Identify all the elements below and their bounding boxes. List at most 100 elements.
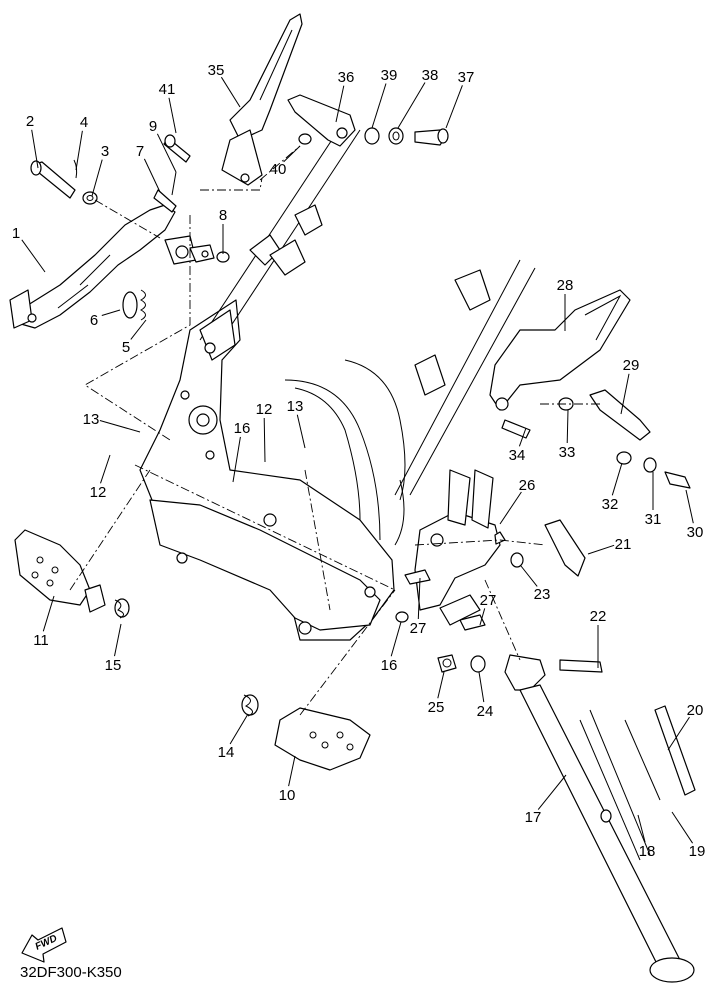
callout-41: 41 xyxy=(159,81,177,134)
callout-label: 7 xyxy=(136,143,144,160)
callout-9: 9 xyxy=(149,118,177,173)
leader-line xyxy=(518,427,527,447)
leader-line xyxy=(229,713,249,745)
callout-37: 37 xyxy=(445,69,475,129)
callout-33: 33 xyxy=(559,409,576,461)
brake-pedal xyxy=(9,204,215,329)
callout-label: 1 xyxy=(12,225,20,242)
callout-label: 38 xyxy=(422,67,439,84)
callout-label: 16 xyxy=(234,420,251,437)
callout-label: 33 xyxy=(559,444,576,461)
callout-label: 27 xyxy=(410,620,427,637)
callout-label: 16 xyxy=(381,657,398,674)
callout-label: 14 xyxy=(218,744,235,761)
callout-28: 28 xyxy=(557,277,573,331)
callout-21: 21 xyxy=(587,536,631,555)
callout-39: 39 xyxy=(371,67,398,129)
callout-label: 41 xyxy=(159,81,176,98)
leader-line xyxy=(587,544,615,555)
leader-line xyxy=(143,158,161,193)
callout-29: 29 xyxy=(620,357,640,415)
brake-hardware xyxy=(30,134,230,321)
callout-label: 2 xyxy=(26,113,34,130)
callout-label: 4 xyxy=(80,114,88,131)
callout-19: 19 xyxy=(671,811,706,860)
leader-line xyxy=(114,623,122,657)
frame xyxy=(139,119,536,641)
callout-label: 20 xyxy=(687,702,704,719)
leader-line xyxy=(288,755,296,787)
callout-label: 37 xyxy=(458,69,475,86)
callout-3: 3 xyxy=(91,143,109,197)
callout-12: 12 xyxy=(90,454,111,501)
leader-line xyxy=(566,409,569,444)
callout-15: 15 xyxy=(105,623,122,674)
callout-22: 22 xyxy=(590,608,607,668)
callout-label: 31 xyxy=(645,511,662,528)
callout-23: 23 xyxy=(520,565,551,603)
callout-label: 39 xyxy=(381,67,398,84)
callout-40: 40 xyxy=(270,145,301,178)
leader-line xyxy=(168,97,177,134)
callout-27: 27 xyxy=(410,577,427,637)
callout-27: 27 xyxy=(479,592,496,626)
callout-35: 35 xyxy=(208,62,241,108)
callout-label: 19 xyxy=(689,843,706,860)
leader-line xyxy=(637,814,646,843)
leader-line xyxy=(499,491,522,525)
callout-label: 32 xyxy=(602,496,619,513)
callout-24: 24 xyxy=(477,671,494,720)
callout-label: 24 xyxy=(477,703,494,720)
callout-7: 7 xyxy=(136,143,161,193)
callout-label: 9 xyxy=(149,118,157,135)
callout-14: 14 xyxy=(218,713,249,761)
right-footrest xyxy=(489,289,691,489)
leader-line xyxy=(296,414,306,449)
callout-label: 10 xyxy=(279,787,296,804)
leader-line xyxy=(537,774,567,810)
left-footrest xyxy=(14,529,130,619)
leader-line xyxy=(611,462,623,496)
callout-36: 36 xyxy=(335,69,355,123)
leader-line xyxy=(91,159,103,197)
leader-line xyxy=(21,239,46,273)
leader-line xyxy=(232,436,241,483)
leader-line xyxy=(99,420,141,433)
right-footpeg xyxy=(241,694,371,771)
callout-38: 38 xyxy=(397,67,439,129)
leader-line xyxy=(437,671,445,699)
callout-label: 3 xyxy=(101,143,109,160)
fwd-direction-badge: FWD xyxy=(21,927,67,963)
callout-32: 32 xyxy=(602,462,623,513)
leader-line xyxy=(31,129,39,169)
callout-label: 36 xyxy=(338,69,355,86)
callout-16: 16 xyxy=(232,420,251,483)
leader-line xyxy=(667,716,690,751)
callout-label: 11 xyxy=(33,632,49,649)
callout-label: 35 xyxy=(208,62,225,79)
leader-line xyxy=(685,489,694,524)
leader-line xyxy=(263,417,266,463)
callout-30: 30 xyxy=(685,489,704,541)
callout-26: 26 xyxy=(499,477,535,525)
callout-5: 5 xyxy=(122,319,147,356)
callout-label: 29 xyxy=(623,357,640,374)
callout-label: 8 xyxy=(219,207,227,224)
callout-label: 13 xyxy=(287,398,304,415)
leader-line xyxy=(520,565,538,587)
leader-line xyxy=(417,577,421,620)
callout-label: 30 xyxy=(687,524,704,541)
leader-line xyxy=(445,85,463,129)
leader-line xyxy=(371,83,387,129)
callout-1: 1 xyxy=(12,225,46,273)
callout-label: 34 xyxy=(509,447,526,464)
callout-13: 13 xyxy=(83,411,141,433)
leader-line xyxy=(220,76,241,108)
callout-label: 22 xyxy=(590,608,607,625)
callout-13: 13 xyxy=(287,398,306,449)
callout-label: 23 xyxy=(534,586,551,603)
callout-label: 5 xyxy=(122,339,130,356)
leader-line xyxy=(335,85,345,123)
